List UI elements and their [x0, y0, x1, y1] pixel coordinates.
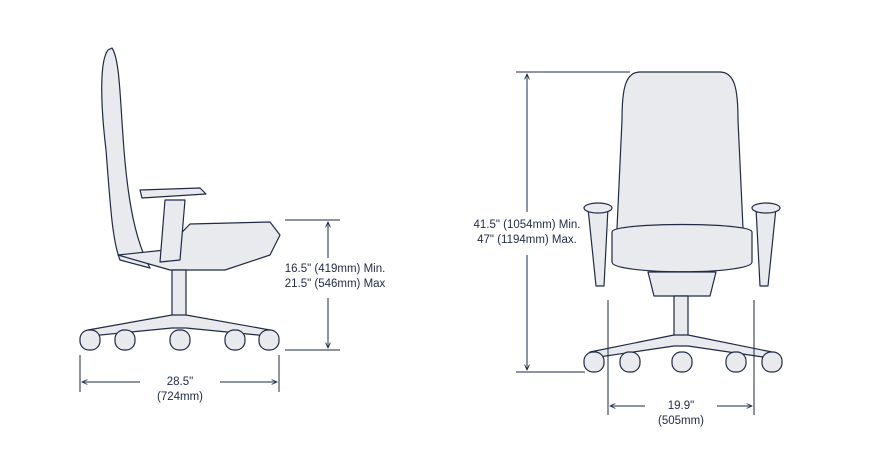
- seat-height-label: 16.5" (419mm) Min. 21.5" (546mm) Max: [270, 262, 400, 292]
- overall-height-min: 41.5" (1054mm) Min.: [473, 219, 581, 231]
- side-view-chair: [87, 47, 281, 337]
- depth-mm: (724mm): [156, 391, 203, 403]
- depth-inches: 28.5": [166, 376, 194, 388]
- overall-height-label: 41.5" (1054mm) Min. 47" (1194mm) Max.: [462, 218, 592, 248]
- seat-height-dimension: [285, 219, 340, 351]
- depth-label: 28.5" (724mm): [140, 375, 220, 405]
- front-view-chair: [583, 71, 781, 359]
- seat-height-min: 16.5" (419mm) Min.: [284, 263, 386, 275]
- overall-height-dimension: [516, 71, 630, 373]
- width-inches: 19.9": [667, 400, 695, 412]
- side-view-casters: [79, 329, 280, 351]
- width-label: 19.9" (505mm): [645, 399, 717, 429]
- overall-height-max: 47" (1194mm) Max.: [477, 234, 577, 246]
- front-view-casters: [583, 351, 783, 373]
- seat-height-max: 21.5" (546mm) Max: [284, 278, 386, 290]
- width-mm: (505mm): [657, 415, 704, 427]
